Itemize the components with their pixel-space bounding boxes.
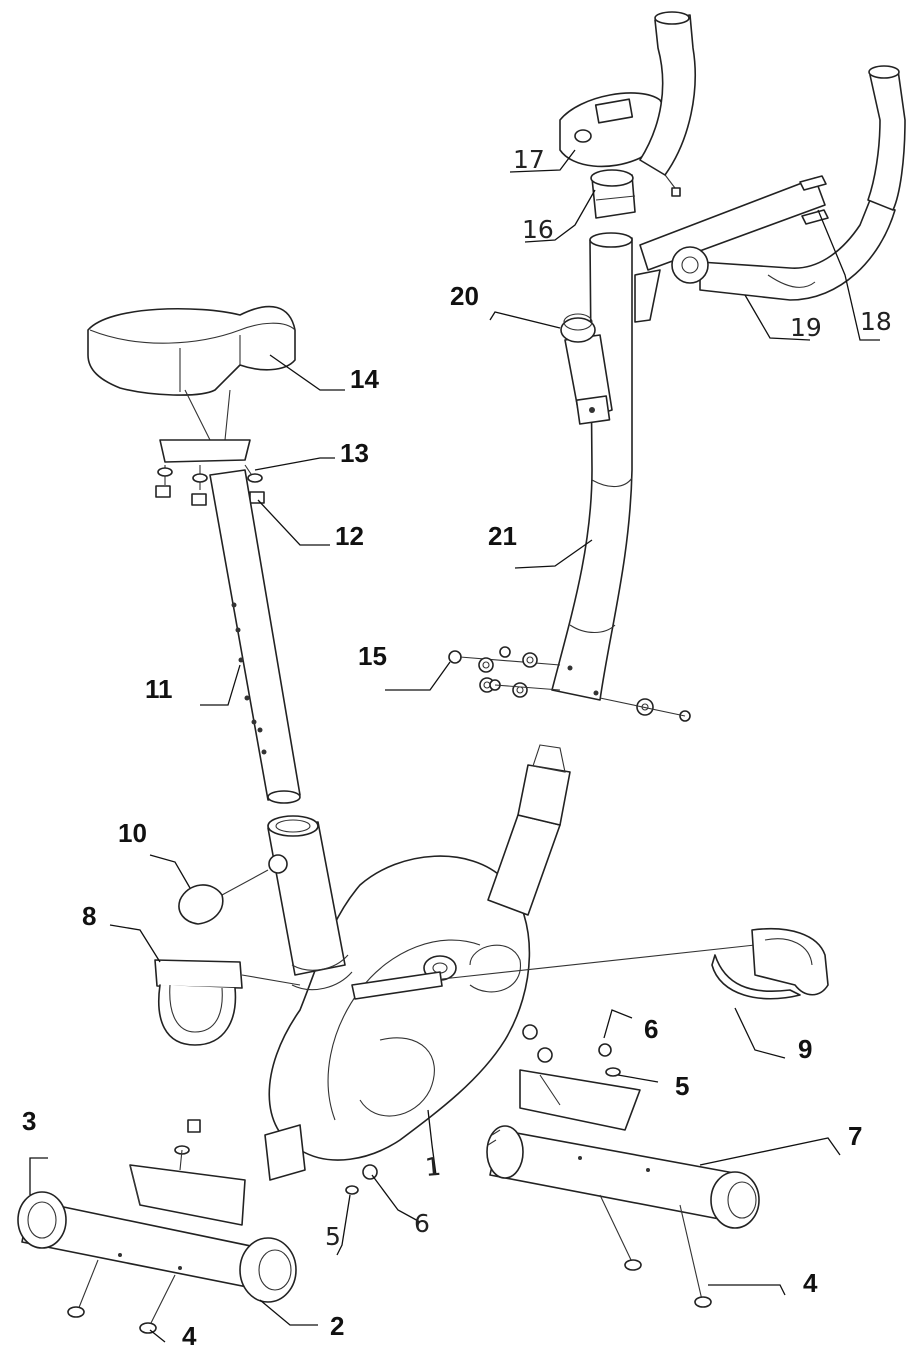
- callout-14: 14: [350, 364, 379, 394]
- callout-20: 20: [450, 281, 479, 311]
- seat: [87, 305, 296, 396]
- tension-knob: [560, 313, 613, 425]
- callout-1: 1: [424, 1152, 442, 1182]
- right-pedal: [711, 927, 829, 1000]
- front-stabilizer: [486, 1125, 760, 1229]
- handlebar: [634, 11, 906, 323]
- callout-11: 11: [145, 674, 173, 704]
- rear-bracket-hardware: [174, 1119, 378, 1195]
- front-bracket-hardware: [522, 1024, 621, 1077]
- rear-bolts: [67, 1259, 176, 1334]
- callout-6-front: 6: [644, 1014, 658, 1044]
- front-upright-sleeve: [487, 744, 571, 916]
- left-pedal: [154, 959, 301, 1046]
- leader-lines: [29, 149, 880, 1343]
- computer-bracket: [590, 169, 636, 219]
- callout-19: 19: [790, 313, 822, 342]
- callout-16: 16: [522, 215, 554, 244]
- seat-post: [209, 469, 301, 804]
- callout-7: 7: [848, 1121, 862, 1151]
- callout-15: 15: [358, 641, 387, 671]
- callout-12: 12: [335, 521, 364, 551]
- callout-4-rear: 4: [182, 1321, 197, 1351]
- crank-axle: [351, 944, 756, 1000]
- callout-18: 18: [860, 307, 892, 336]
- callouts: 1 2 3 4 4 5 5 6 6 7 8 9 10 11 12 13 14 1…: [22, 145, 892, 1351]
- bolt-set: [448, 646, 691, 722]
- callout-5-rear: 5: [325, 1222, 341, 1251]
- computer-console: [559, 92, 681, 197]
- callout-8: 8: [82, 901, 96, 931]
- rear-stabilizer: [17, 1164, 297, 1303]
- callout-9: 9: [798, 1034, 812, 1064]
- callout-4-front: 4: [803, 1268, 818, 1298]
- callout-10: 10: [118, 818, 147, 848]
- callout-17: 17: [513, 145, 545, 174]
- callout-2: 2: [330, 1311, 344, 1341]
- callout-3: 3: [22, 1106, 36, 1136]
- callout-13: 13: [340, 438, 369, 468]
- callout-5-front: 5: [675, 1071, 689, 1101]
- callout-6-rear: 6: [414, 1209, 430, 1238]
- adjust-knob: [178, 854, 288, 925]
- front-bolts: [599, 1194, 712, 1308]
- seat-post-sleeve: [267, 815, 353, 991]
- handlebar-post: [551, 232, 633, 701]
- callout-21: 21: [488, 521, 517, 551]
- seat-mount: [155, 389, 265, 506]
- pulse-screws: [799, 175, 829, 225]
